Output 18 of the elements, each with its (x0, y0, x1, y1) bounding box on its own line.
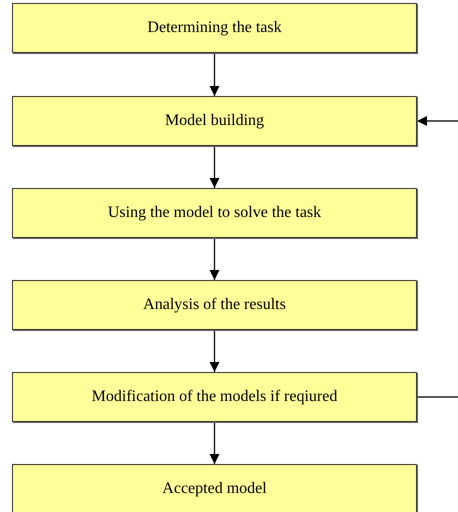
process-box (12, 464, 417, 512)
arrow (210, 53, 220, 96)
arrow (210, 238, 220, 280)
box-text: Analysis of the results (143, 295, 286, 315)
process-box (12, 3, 417, 53)
box-text: Modification of the models if reqiured (92, 387, 338, 407)
box-text: Using the model to solve the task (108, 203, 322, 223)
feedback-arrow (417, 116, 458, 126)
arrow (210, 422, 220, 464)
box-text: Accepted model (162, 479, 267, 499)
arrow (210, 146, 220, 188)
box-text: Determining the task (147, 18, 282, 38)
arrow (210, 330, 220, 372)
process-box (12, 188, 417, 238)
process-box (12, 280, 417, 330)
process-box (12, 96, 417, 146)
process-box (12, 372, 417, 422)
box-text: Model building (164, 111, 264, 131)
